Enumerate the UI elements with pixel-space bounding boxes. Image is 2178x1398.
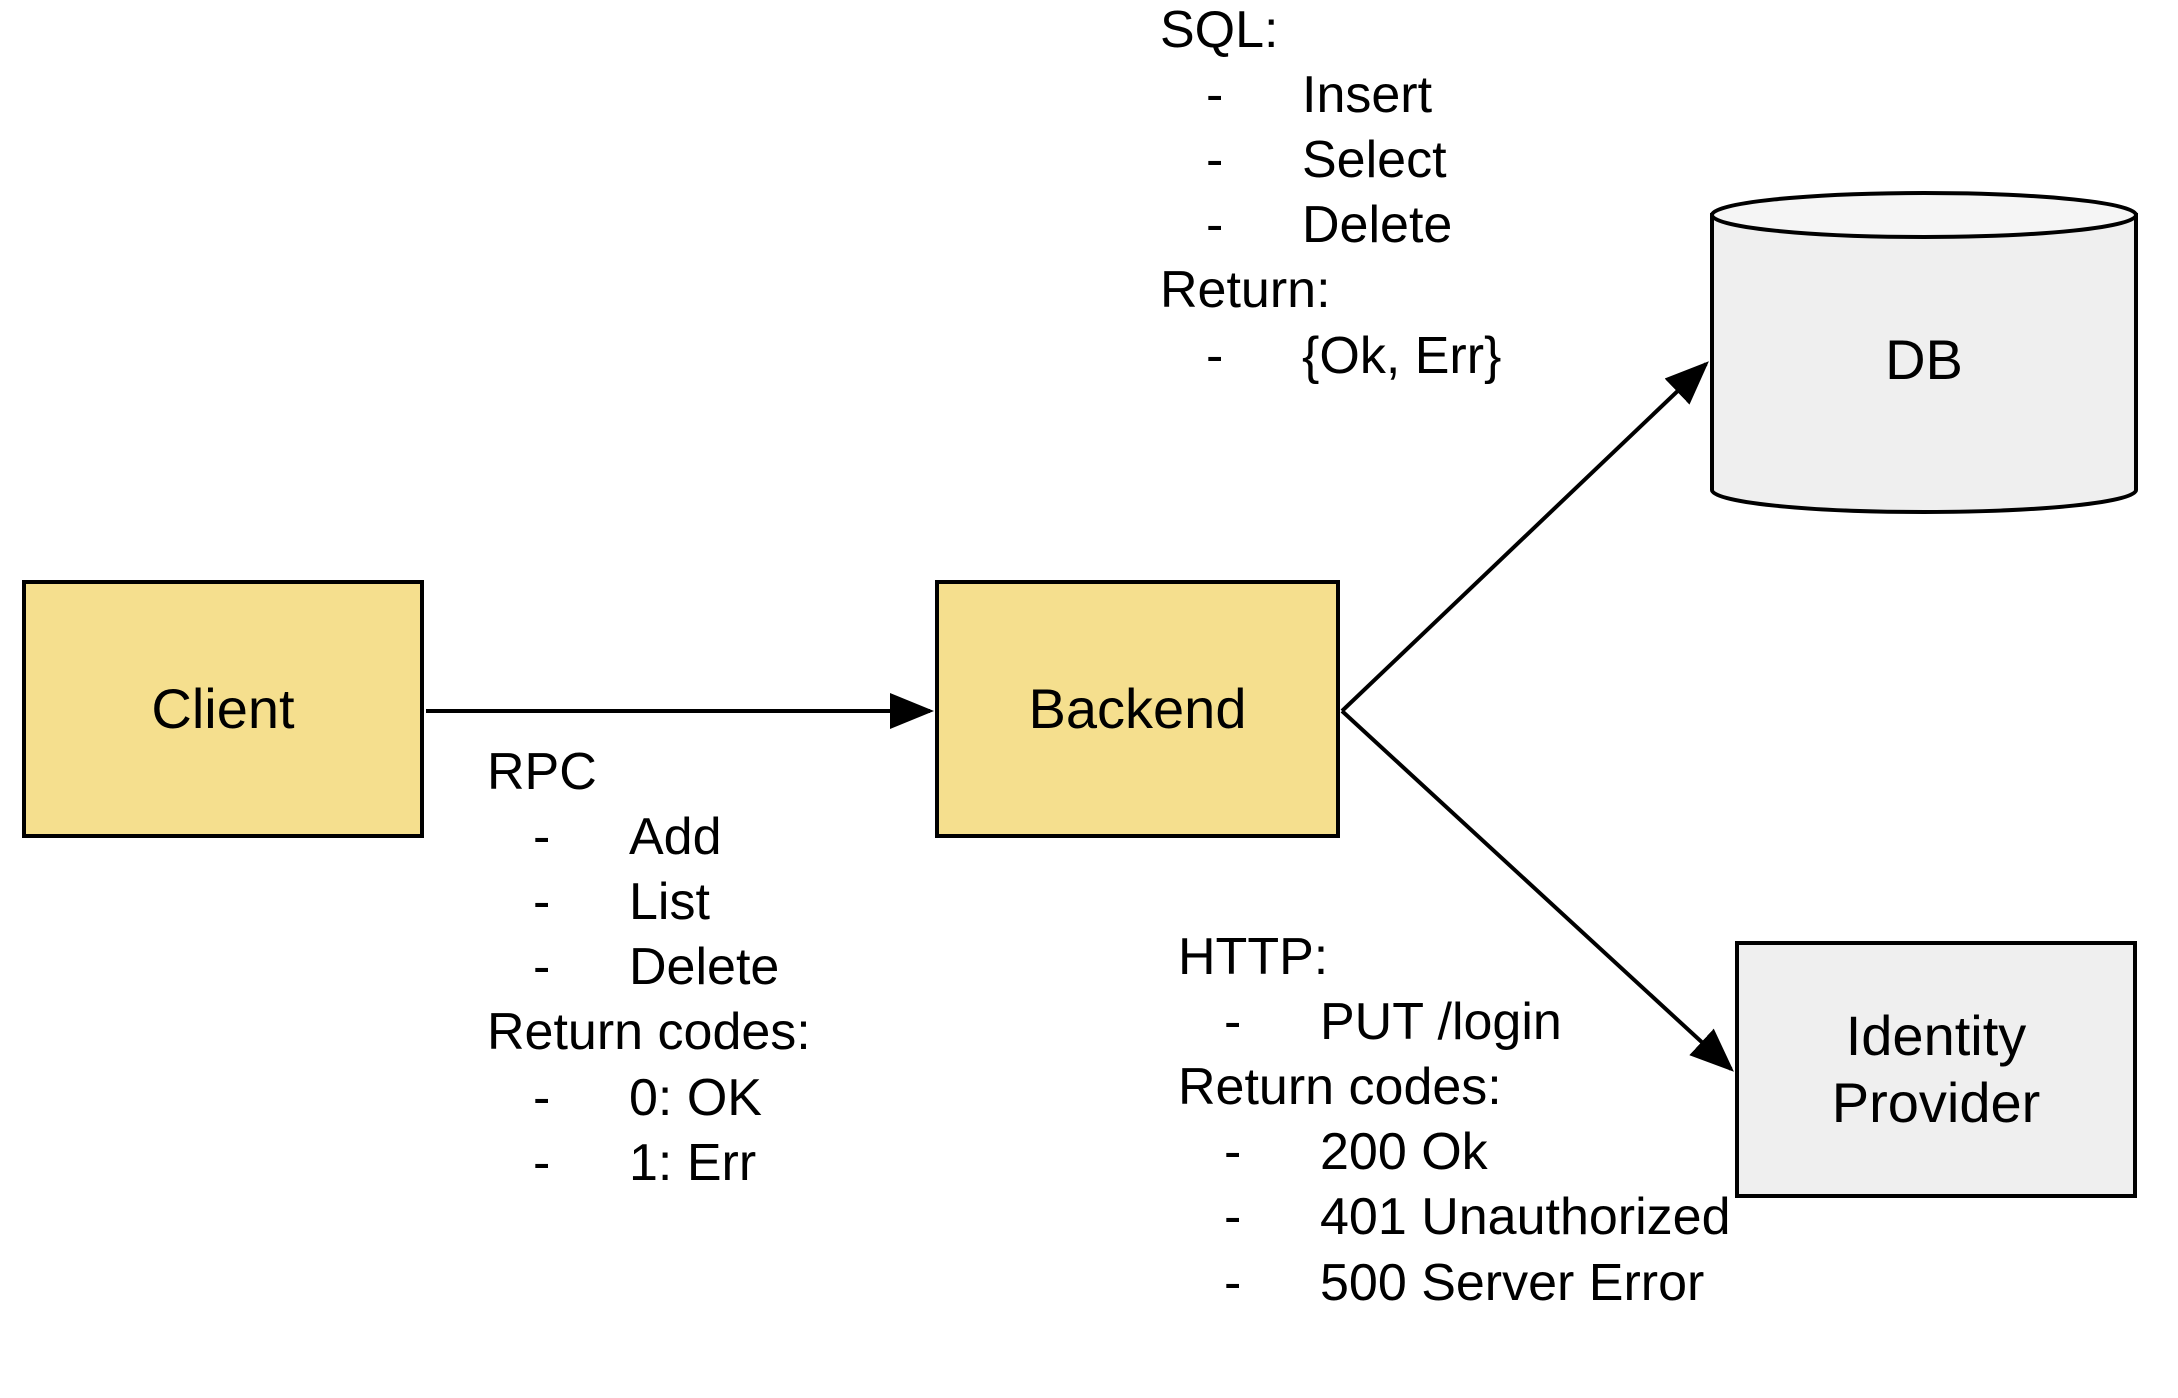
node-db[interactable]: DB bbox=[1710, 191, 2138, 514]
annotation-rpc: RPC -Add -List -Delete Return codes: -0:… bbox=[487, 740, 811, 1196]
annotation-sql-heading-0: SQL: bbox=[1160, 1, 1279, 59]
cylinder-icon bbox=[1710, 191, 2138, 514]
annotation-sql-heading-1: Return: bbox=[1160, 261, 1331, 320]
bullet-dash: - bbox=[533, 938, 551, 997]
node-identity-provider-label-line2: Provider bbox=[1831, 1070, 2041, 1134]
annotation-http-item-1-0: -200 Ok bbox=[1224, 1123, 1488, 1182]
node-client-label: Client bbox=[151, 676, 295, 740]
annotation-http-item-0-0: -PUT /login bbox=[1224, 993, 1562, 1052]
node-backend-label: Backend bbox=[1028, 676, 1247, 740]
annotation-rpc-item-1-0: -0: OK bbox=[533, 1068, 762, 1127]
bullet-dash: - bbox=[1206, 66, 1224, 125]
annotation-sql: SQL: -Insert -Select -Delete Return: -{O… bbox=[1160, 0, 1501, 389]
bullet-dash: - bbox=[533, 808, 551, 867]
annotation-http-heading-1: Return codes: bbox=[1178, 1058, 1502, 1117]
node-client[interactable]: Client bbox=[22, 580, 424, 838]
node-identity-provider-label: Identity Provider bbox=[1832, 1003, 2041, 1135]
annotation-rpc-item-0-2: -Delete bbox=[533, 938, 780, 997]
edge-backend-to-db bbox=[1340, 361, 1709, 713]
annotation-rpc-item-0-1: -List bbox=[533, 873, 710, 932]
bullet-dash: - bbox=[1224, 1253, 1242, 1312]
bullet-dash: - bbox=[1224, 1123, 1242, 1182]
bullet-dash: - bbox=[1206, 131, 1224, 190]
node-backend[interactable]: Backend bbox=[935, 580, 1340, 838]
annotation-sql-item-1-0: -{Ok, Err} bbox=[1206, 326, 1502, 385]
annotation-rpc-item-1-1: -1: Err bbox=[533, 1133, 757, 1192]
annotation-http-item-1-1: -401 Unauthorized bbox=[1224, 1188, 1731, 1247]
node-identity-provider[interactable]: Identity Provider bbox=[1735, 941, 2137, 1198]
annotation-rpc-item-0-0: -Add bbox=[533, 808, 722, 867]
node-identity-provider-label-line1: Identity bbox=[1845, 1004, 2027, 1068]
bullet-dash: - bbox=[1206, 196, 1224, 255]
annotation-http: HTTP: -PUT /login Return codes: -200 Ok … bbox=[1178, 925, 1731, 1316]
bullet-dash: - bbox=[533, 873, 551, 932]
annotation-sql-item-0-1: -Select bbox=[1206, 131, 1447, 190]
annotation-sql-item-0-2: -Delete bbox=[1206, 196, 1453, 255]
annotation-rpc-heading-0: RPC bbox=[487, 743, 597, 801]
bullet-dash: - bbox=[533, 1068, 551, 1127]
bullet-dash: - bbox=[1224, 1188, 1242, 1247]
annotation-sql-item-0-0: -Insert bbox=[1206, 66, 1433, 125]
bullet-dash: - bbox=[1206, 326, 1224, 385]
bullet-dash: - bbox=[1224, 993, 1242, 1052]
bullet-dash: - bbox=[533, 1133, 551, 1192]
annotation-http-item-1-2: -500 Server Error bbox=[1224, 1253, 1705, 1312]
annotation-http-heading-0: HTTP: bbox=[1178, 928, 1329, 986]
annotation-rpc-heading-1: Return codes: bbox=[487, 1003, 811, 1062]
